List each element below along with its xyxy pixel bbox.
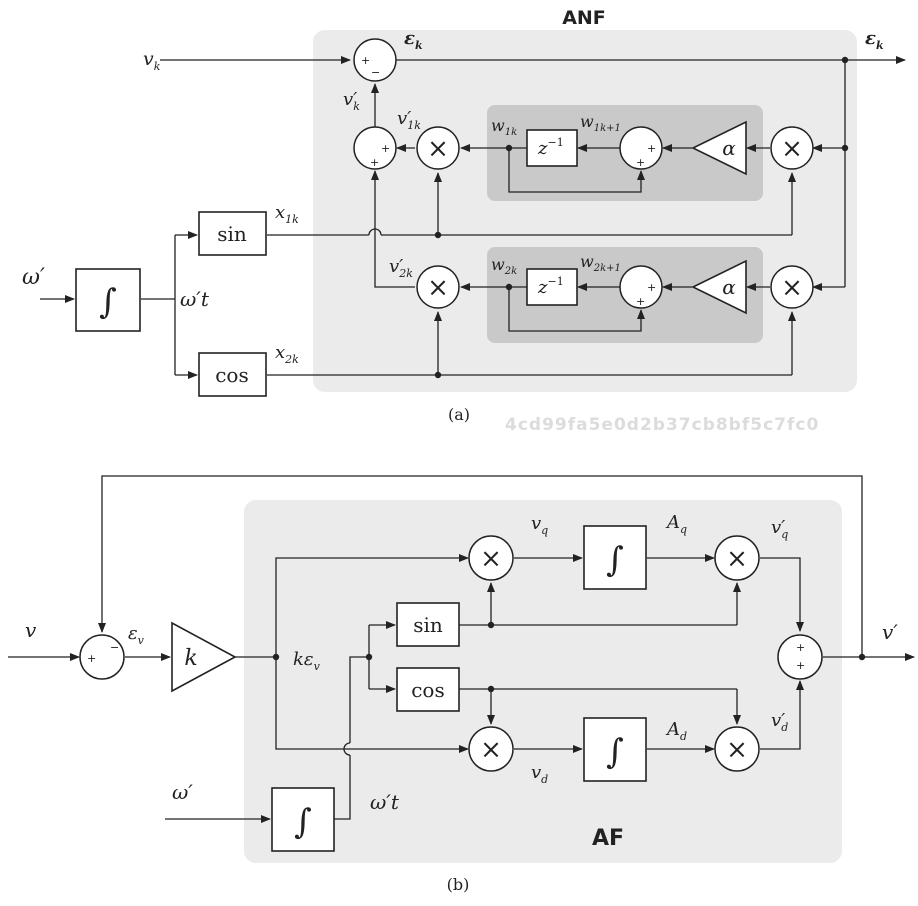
svg-text:×: × (480, 735, 502, 765)
cos-block-b (396, 667, 460, 712)
sum-junction-error: +− (353, 38, 397, 82)
svg-text:−: − (110, 641, 119, 654)
svg-text:+: + (381, 142, 390, 155)
integral-symbol-q: ∫ (606, 540, 624, 580)
svg-text:×: × (427, 134, 449, 164)
caption-b: (b) (447, 875, 470, 894)
label-w1k1: w1k+1 (580, 112, 621, 134)
svg-text:+: + (370, 156, 379, 169)
label-Ad: Ad (665, 719, 687, 743)
diagram-a-anf: ANF (22, 7, 906, 435)
anf-wires (40, 56, 906, 379)
anf-title: ANF (562, 7, 606, 29)
label-vd: vd (531, 762, 548, 786)
label-omega-t-b: ω′t (370, 790, 400, 814)
svg-text:+: + (636, 156, 645, 169)
cos-label-b: cos (411, 678, 445, 702)
label-vk: vk (143, 48, 161, 73)
label-vk-prime: v′k (343, 89, 360, 113)
gain-alpha-1 (691, 120, 747, 176)
multiplier-b-1: × (468, 535, 514, 581)
multiplier-a-4: × (770, 265, 814, 309)
label-x2k: x2k (275, 342, 299, 366)
svg-text:+: + (361, 54, 370, 67)
sin-label-b: sin (413, 613, 443, 637)
label-w2k1: w2k+1 (580, 252, 621, 274)
svg-text:+: + (647, 142, 656, 155)
delay-block-2 (526, 268, 578, 306)
label-w2k: w2k (491, 255, 517, 277)
multiplier-a-1: × (416, 126, 460, 170)
integrator-block-a (75, 268, 141, 332)
sum-junction-b-error: +− (79, 634, 125, 680)
gain-alpha-2 (691, 259, 747, 315)
label-vq: vq (531, 513, 548, 537)
watermark-hash: 4cd99fa5e0d2b37cb8bf5c7fc0 (505, 415, 819, 435)
sum-junction-vk: ++ (353, 126, 397, 170)
integral-symbol-omega: ∫ (294, 802, 312, 842)
svg-text:×: × (726, 544, 748, 574)
integral-symbol-a: ∫ (99, 282, 117, 322)
label-x1k: x1k (275, 202, 299, 226)
svg-text:+: + (636, 295, 645, 308)
sin-block-a (198, 211, 267, 256)
delay-block-1 (526, 129, 578, 167)
svg-text:×: × (427, 273, 449, 303)
label-vd-prime: v′d (771, 710, 788, 734)
label-w1k: w1k (491, 116, 517, 138)
af-junction-dots (272, 621, 866, 693)
caption-a: (a) (448, 405, 470, 424)
k-label: k (184, 646, 197, 671)
label-omega-in-a: ω′ (22, 265, 45, 290)
cos-label-a: cos (215, 363, 249, 387)
svg-text:+: + (647, 281, 656, 294)
integrator-d (583, 717, 647, 782)
af-wires (8, 475, 915, 823)
svg-text:×: × (480, 544, 502, 574)
af-panel (244, 500, 842, 863)
diagram-b-af: AF (8, 475, 915, 894)
multiplier-b-3: × (468, 726, 514, 772)
sum-junction-w2: ++ (619, 265, 663, 309)
label-v-out: v′ (882, 620, 898, 644)
integral-symbol-d: ∫ (606, 732, 624, 772)
multiplier-a-2: × (770, 126, 814, 170)
label-eps-k: εk (404, 28, 423, 52)
label-Aq: Aq (665, 512, 687, 536)
multiplier-b-2: × (714, 535, 760, 581)
svg-text:+: + (87, 652, 96, 665)
alpha-label-1: α (722, 136, 736, 160)
delay-label-1: z−1 (537, 136, 564, 159)
sin-label-a: sin (217, 222, 247, 246)
gain-k (171, 621, 237, 693)
cos-block-a (198, 352, 267, 397)
multiplier-a-3: × (416, 265, 460, 309)
sum-junction-w1: ++ (619, 126, 663, 170)
label-v-in: v (25, 618, 37, 642)
svg-text:+: + (796, 641, 805, 654)
sum-junction-b-output: ++ (777, 634, 823, 680)
alpha-label-2: α (722, 275, 736, 299)
label-v1k-prime: v′1k (397, 108, 421, 132)
af-title: AF (592, 826, 624, 851)
integrator-q (583, 525, 647, 590)
label-eps-v: εv (128, 623, 145, 647)
delay-label-2: z−1 (537, 275, 564, 298)
svg-text:−: − (371, 66, 380, 79)
label-omega-in-b: ω′ (172, 780, 193, 804)
svg-text:×: × (781, 134, 803, 164)
label-eps-out: εk (865, 28, 884, 52)
svg-text:+: + (796, 659, 805, 672)
svg-text:×: × (726, 735, 748, 765)
label-k-eps-v: kεv (293, 649, 321, 673)
integrator-omega (271, 787, 335, 852)
svg-text:×: × (781, 273, 803, 303)
label-vq-prime: v′q (771, 517, 788, 541)
anf-junction-dots (434, 56, 849, 379)
sin-block-b (396, 602, 460, 647)
multiplier-b-4: × (714, 726, 760, 772)
label-omega-t-a: ω′t (180, 287, 210, 311)
label-v2k-prime: v′2k (389, 256, 413, 280)
